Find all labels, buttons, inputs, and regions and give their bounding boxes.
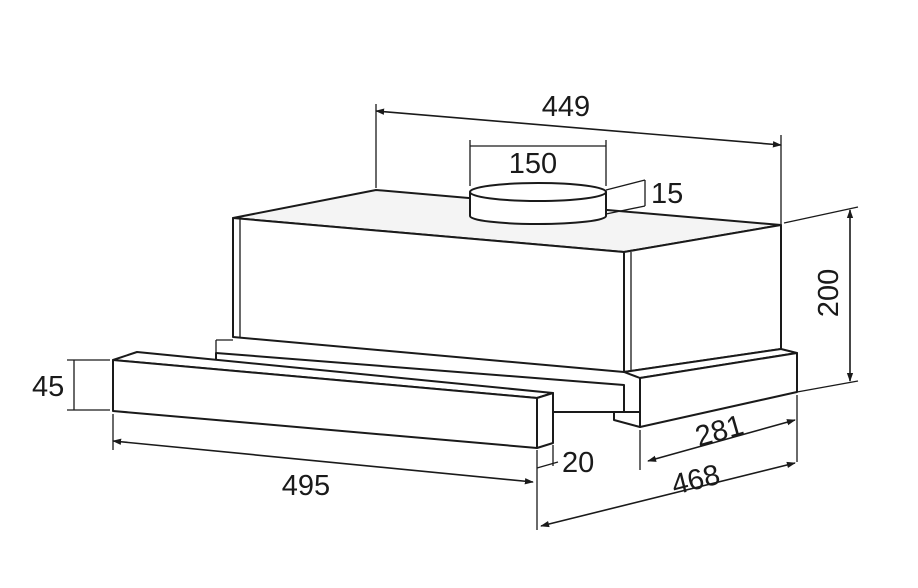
- rail-end-face: [613, 411, 641, 428]
- ext-line-15-bottom: [605, 205, 646, 215]
- dim-line-449: [375, 108, 782, 148]
- dim-200: 200: [783, 206, 859, 393]
- label-duct-diameter: 150: [509, 148, 557, 180]
- dim-line-20: [536, 461, 559, 469]
- dim-line-281: [647, 419, 796, 462]
- side-rail: [613, 348, 798, 428]
- ext-line-200-bottom: [796, 380, 859, 393]
- ext-line-200-top: [783, 206, 859, 224]
- label-front-panel-depth: 20: [562, 447, 594, 479]
- label-front-panel-height: 45: [32, 371, 64, 403]
- dim-line-495: [112, 438, 534, 485]
- label-front-panel-width: 495: [282, 470, 330, 502]
- dim-495: 495: [112, 414, 538, 530]
- front-panel-end: [536, 392, 554, 449]
- front-panel: [112, 351, 554, 449]
- dim-15: 15: [605, 178, 683, 215]
- ext-line-15-top: [605, 179, 646, 191]
- dim-150: 150: [469, 140, 607, 186]
- label-side-depth: 281: [692, 409, 747, 453]
- hood-side-face: [623, 224, 782, 373]
- dim-45: 45: [32, 359, 110, 411]
- dim-line-468: [540, 461, 796, 528]
- label-duct-height: 15: [651, 178, 683, 210]
- dim-449: 449: [375, 91, 782, 224]
- dim-20: 20: [536, 445, 594, 479]
- label-total-depth: 468: [668, 459, 723, 502]
- duct-collar: [469, 182, 607, 225]
- duct-collar-top: [469, 182, 607, 202]
- label-height: 200: [813, 269, 845, 317]
- label-width-top: 449: [542, 91, 590, 123]
